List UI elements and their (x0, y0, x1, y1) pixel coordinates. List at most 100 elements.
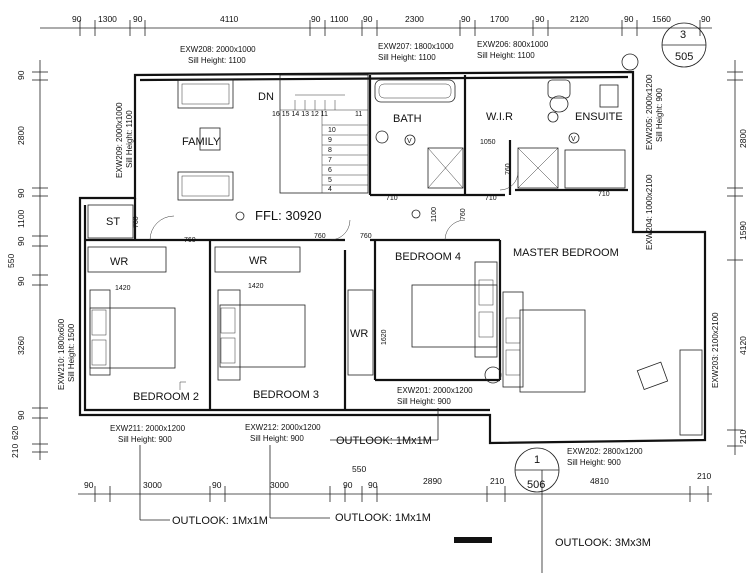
bedroom-4-bed (411, 261, 498, 358)
top-dim-5: 90 (311, 14, 321, 24)
top-dim-7: 90 (363, 14, 373, 24)
bath-basin-icon (375, 130, 389, 144)
section-marker-top-number: 3 (680, 29, 686, 41)
outlook-indicators: OUTLOOK: 1Mx1M OUTLOOK: 1Mx1M OUTLOOK: 1… (139, 408, 651, 573)
outlook-bedroom-3: OUTLOOK: 1Mx1M (335, 512, 431, 524)
window-exw211-sill: Sill Height: 900 (118, 435, 172, 444)
window-exw205-size: EXW205: 2000x1200 (645, 74, 654, 150)
window-labels: EXW208: 2000x1000 Sill Height: 1100 EXW2… (57, 40, 720, 467)
bottom-dim-11: 210 (697, 471, 711, 481)
ceiling-light-icon (235, 211, 245, 221)
window-exw210-sill: Sill Height: 1500 (67, 323, 76, 382)
room-bedroom-4-label: BEDROOM 4 (395, 251, 461, 263)
section-marker-bottom-number: 1 (534, 454, 540, 466)
ensuite-vent-icon (568, 132, 580, 144)
staircase: DN 16 15 14 13 12 11 11 10 9 8 7 6 5 4 (258, 74, 369, 194)
bottom-dim-4: 3000 (270, 480, 289, 490)
external-walls (78, 70, 707, 445)
window-exw211-size: EXW211: 2000x1200 (110, 424, 186, 433)
room-wr-2-label: WR (249, 255, 267, 267)
dim-1620: 1620 (381, 329, 388, 345)
internal-walls (85, 75, 628, 410)
room-wr-3-label: WR (350, 328, 368, 340)
top-dim-8: 2300 (405, 14, 424, 24)
outlook-bedroom-4: OUTLOOK: 1Mx1M (336, 435, 432, 447)
bottom-dim-9: 210 (490, 476, 504, 486)
window-exw207-size: EXW207: 1800x1000 (378, 42, 454, 51)
window-exw212-sill: Sill Height: 900 (250, 434, 304, 443)
bath-vent-label: V (407, 138, 412, 145)
room-master-bedroom-label: MASTER BEDROOM (513, 247, 619, 259)
top-dim-9: 90 (461, 14, 471, 24)
bottom-dim-8: 2890 (423, 476, 442, 486)
stair-tread-7: 7 (328, 157, 332, 164)
left-dim-9: 90 (16, 410, 26, 420)
stair-tread-9: 9 (328, 137, 332, 144)
window-exw203-size: EXW203: 2100x2100 (711, 312, 720, 388)
window-exw207-sill: Sill Height: 1100 (378, 53, 436, 62)
top-dim-1: 90 (72, 14, 82, 24)
left-dim-10: 620 (10, 426, 20, 440)
bottom-dim-6: 550 (352, 464, 366, 474)
dim-760-a: 760 (133, 216, 140, 228)
bottom-dim-3: 90 (212, 480, 222, 490)
right-dimension-string: 2800 1590 4120 210 (727, 60, 748, 455)
master-bed (502, 291, 703, 436)
window-exw209-sill: Sill Height: 1100 (125, 110, 134, 168)
bottom-dimension-string: 90 3000 90 3000 90 550 90 2890 210 4810 … (78, 464, 712, 502)
dim-760-c: 760 (314, 233, 326, 240)
top-dim-6: 1100 (330, 14, 349, 24)
room-wr-1-label: WR (110, 256, 128, 268)
window-exw202-size: EXW202: 2800x1200 (567, 447, 643, 456)
top-dim-2: 1300 (98, 14, 117, 24)
bottom-dim-2: 3000 (143, 480, 162, 490)
top-dim-12: 2120 (570, 14, 589, 24)
dim-1420-b: 1420 (248, 283, 264, 290)
left-dim-3: 90 (16, 188, 26, 198)
left-dim-6: 550 (6, 254, 16, 268)
ensuite-fixtures: V (517, 79, 626, 189)
right-dim-4: 210 (738, 430, 748, 444)
dim-710-a: 710 (386, 195, 398, 202)
dim-760-d: 760 (360, 233, 372, 240)
window-exw210-size: EXW210: 1800x600 (57, 318, 66, 390)
room-st-label: ST (106, 216, 120, 228)
dim-710-b: 710 (485, 195, 497, 202)
bath-vent-icon (404, 134, 416, 146)
top-dimension-string: 90 1300 90 4110 90 1100 90 2300 90 1700 … (40, 14, 712, 36)
left-dim-2: 2800 (16, 126, 26, 145)
robes (87, 204, 374, 376)
room-bath-label: BATH (393, 113, 422, 125)
top-dim-13: 90 (624, 14, 634, 24)
room-wir-label: W.I.R (486, 111, 513, 123)
bedroom-2-bed (89, 289, 176, 376)
top-dim-4: 4110 (220, 14, 239, 24)
ensuite-toilet-icon (549, 95, 569, 113)
window-exw212-size: EXW212: 2000x1200 (245, 423, 321, 432)
window-exw205-sill: Sill Height: 900 (655, 88, 664, 142)
stair-tread-10: 10 (328, 127, 336, 134)
window-exw202-sill: Sill Height: 900 (567, 458, 621, 467)
outlook-bedroom-2: OUTLOOK: 1Mx1M (172, 515, 268, 527)
bath-fixtures: V (374, 79, 464, 189)
left-dim-5: 90 (16, 236, 26, 246)
section-marker-bottom-page: 506 (527, 479, 545, 491)
dim-760-b: 760 (184, 237, 196, 244)
window-exw201-size: EXW201: 2000x1200 (397, 386, 473, 395)
window-exw206-sill: Sill Height: 1100 (477, 51, 535, 60)
top-dim-14: 1560 (652, 14, 671, 24)
dim-760-f: 760 (505, 163, 512, 175)
top-dim-11: 90 (535, 14, 545, 24)
section-marker-top: 3 505 (621, 22, 707, 71)
stair-tread-4: 4 (328, 186, 332, 193)
window-exw208-size: EXW208: 2000x1000 (180, 45, 256, 54)
scale-bar (454, 537, 492, 543)
stair-dn-label: DN (258, 91, 274, 103)
stair-tread-6: 6 (328, 167, 332, 174)
bottom-dim-5: 90 (343, 480, 353, 490)
stair-tread-5: 5 (328, 177, 332, 184)
bottom-dim-7: 90 (368, 480, 378, 490)
dim-1050: 1050 (480, 139, 496, 146)
right-dim-3: 4120 (738, 336, 748, 355)
top-dim-3: 90 (133, 14, 143, 24)
